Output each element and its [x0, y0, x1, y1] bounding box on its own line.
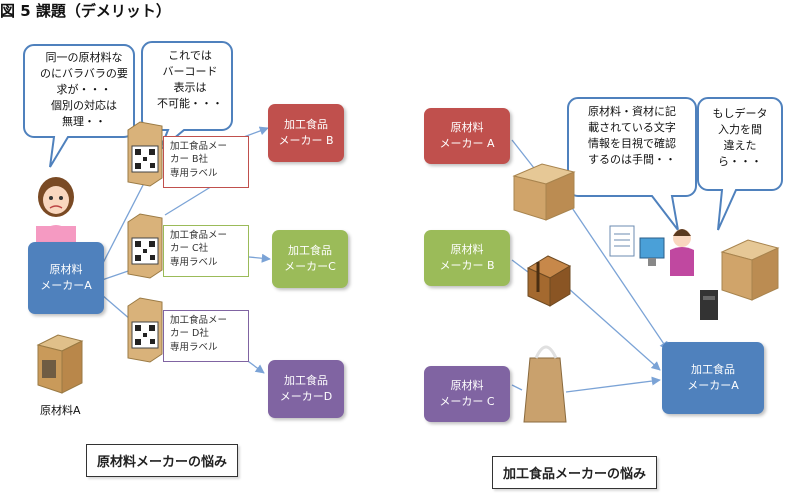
food-maker-c-box: 加工食品 メーカーC — [272, 230, 348, 288]
figure-title: 図 5 課題（デメリット） — [0, 2, 171, 20]
label-card-b: 加工食品メー カー B社 専用ラベル — [163, 136, 249, 188]
speech-bubble-left-1 — [23, 44, 135, 168]
qr-box-icon-2 — [127, 213, 163, 279]
speech-bubble-right-2 — [697, 97, 783, 231]
paper-bag-icon-c — [523, 345, 567, 423]
speech-bubble-right-1 — [567, 97, 697, 231]
small-package-icon-b — [526, 255, 572, 307]
right-bubble-1-text: 原材料・資材に記 載されている文字 情報を目視で確認 するのは手間・・ — [588, 105, 676, 166]
cardboard-box-icon-right — [720, 239, 780, 301]
label-card-c: 加工食品メー カー C社 専用ラベル — [163, 225, 249, 277]
worried-woman-icon — [36, 177, 76, 242]
supplier-box-b: 原材料 メーカー B — [424, 230, 510, 286]
supplier-box-raw-material-maker-a: 原材料 メーカーA — [28, 242, 104, 314]
food-maker-b-box: 加工食品 メーカー B — [268, 104, 344, 162]
food-maker-d-box: 加工食品 メーカーD — [268, 360, 344, 418]
qr-box-icon-3 — [127, 297, 163, 363]
cardboard-box-icon-a — [512, 163, 576, 221]
worker-at-computer-icon — [609, 225, 718, 320]
right-bubble-2-text: もしデータ 入力を間 違えた ら・・・ — [712, 107, 768, 168]
qr-box-icon-1 — [127, 121, 163, 187]
left-bubble-2-text: これでは バーコード 表示は 不可能・・・ — [157, 49, 223, 110]
raw-material-a-label: 原材料A — [40, 404, 81, 417]
cardboard-box-icon-left — [36, 334, 84, 394]
caption-raw-material-maker: 原材料メーカーの悩み — [86, 444, 239, 477]
supplier-box-c: 原材料 メーカー C — [424, 366, 510, 422]
right-connectors — [511, 139, 669, 393]
food-maker-a-box: 加工食品 メーカーA — [662, 342, 764, 414]
caption-food-maker: 加工食品メーカーの悩み — [492, 456, 658, 489]
left-bubble-1-text: 同一の原材料な のにバラバラの要 求が・・・ 個別の対応は 無理・・ — [40, 51, 128, 128]
label-card-d: 加工食品メー カー D社 専用ラベル — [163, 310, 249, 362]
supplier-box-a: 原材料 メーカー A — [424, 108, 510, 164]
